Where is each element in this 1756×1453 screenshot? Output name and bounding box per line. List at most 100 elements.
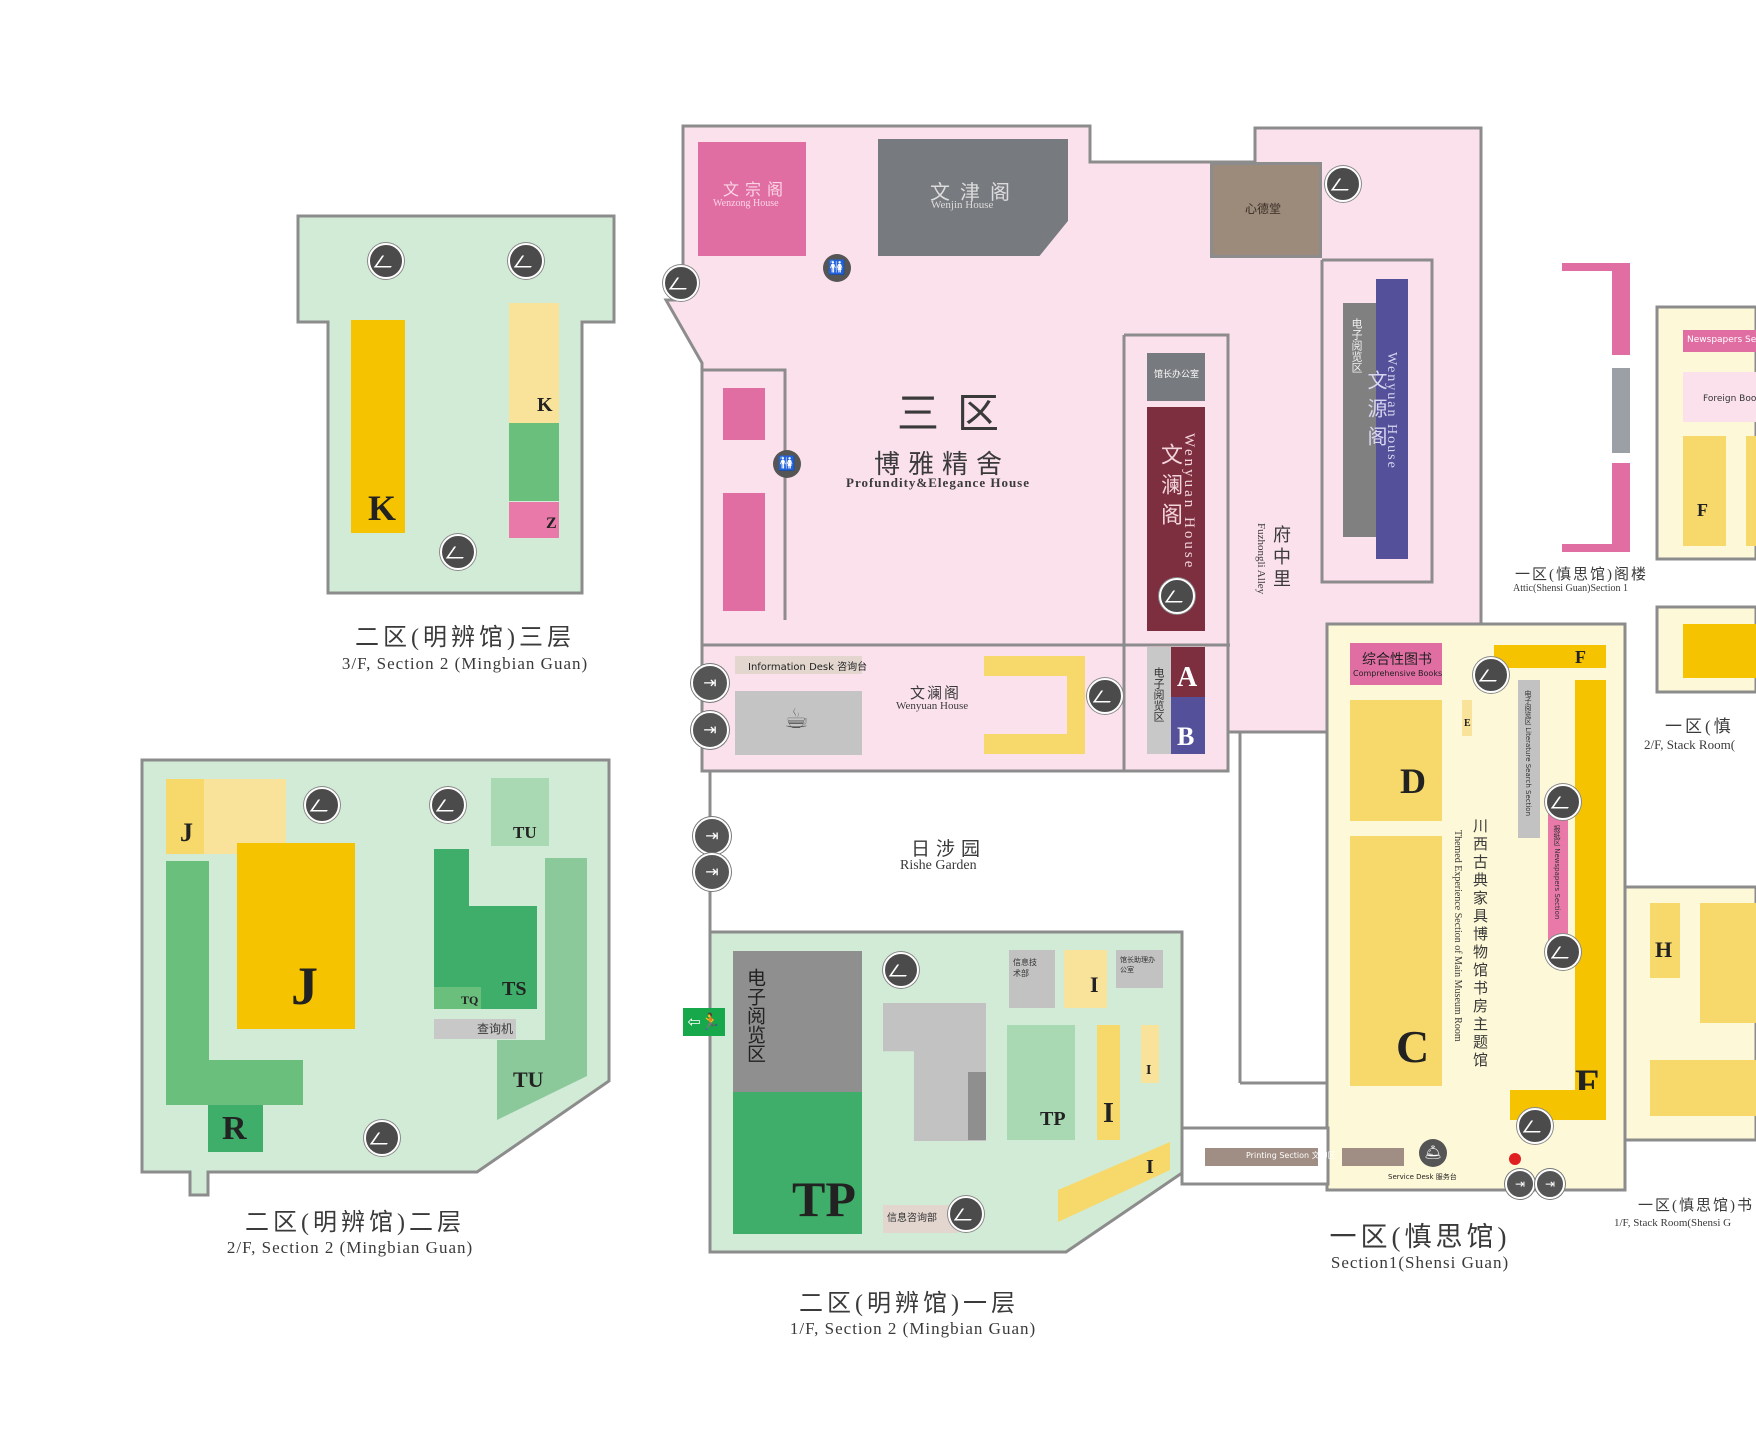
s1-caption-en: Section1(Shensi Guan) [1330,1253,1510,1272]
label-tq: TQ [461,993,479,1007]
room-b [1171,697,1205,754]
restroom-icon: 🚻 [823,254,851,282]
label-ts: TS [502,978,527,1000]
s1-1f-caption-en: 1/F, Stack Room(Shensi G [1614,1217,1732,1229]
zone3-name-cn: 博雅精舍 [874,450,1011,479]
label-tp1: TP [792,1171,856,1227]
museum-cn: 川西古典家具博物馆书房主题馆 [1471,818,1487,1070]
wenyuan-house-en: Wenyuan House [1384,352,1399,470]
service-desk-label: Service Desk 服务台 [1388,1173,1457,1181]
right-block-2-gold [1683,624,1756,678]
s2-1f-info-consult [883,1205,958,1233]
s2-1f-i-small [1141,1025,1159,1083]
label-f1: F [1575,647,1586,667]
room-wenlan-small-b [723,493,765,611]
s2-2f-block-j-small2 [166,779,204,854]
s2-2f-block-tu-right [545,858,587,1066]
s2-2f-block-r-horz [166,1060,303,1105]
room-wenjin [878,139,1068,256]
right-block-f [1683,436,1726,546]
restroom-icon: 🚻 [773,450,801,478]
label-i1: I [1090,972,1099,997]
zone3-title: 三区 [897,392,1018,438]
stairs-icon [368,243,404,279]
zone3-name-en: Profundity&Elegance House [846,475,1031,490]
right-block-3-gold-b [1650,1060,1756,1116]
exit-icon: ⇥ [691,711,729,749]
ebook-small-cn: 电子阅览区 [1152,667,1165,722]
lit-search-label: 电子阅览区 Literature Search Section [1524,690,1532,817]
stairs-icon [430,787,466,823]
comp-books-sign [1350,643,1442,685]
room-xinde [1210,162,1322,258]
museum-en: Themed Experience Section of Main Museum… [1452,830,1463,1042]
assistant-cn: 馆长助理办公室 [1120,956,1155,974]
label-f3: F [1697,500,1708,520]
s1-lit-search [1518,680,1540,838]
s2-2f-query-label: 查询机 [477,1022,514,1036]
s2-1f-caption-en: 1/F, Section 2 (Mingbian Guan) [789,1319,1037,1338]
wenlan2-en: Wenyuan House [896,700,969,712]
label-j1: J [180,818,193,847]
s1-attic-caption-cn: 一区(慎思馆)阁楼 [1515,567,1648,583]
s2-2f-block-tq [434,987,481,1009]
newspaper-label: 报纸区 Newspapers Section [1553,825,1561,920]
s2-3f-caption-en: 3/F, Section 2 (Mingbian Guan) [341,654,589,673]
rishe-cn: 日涉园 [911,839,987,860]
label-i4: I [1146,1156,1154,1178]
info-desk-label: Information Desk 咨询台 [748,662,868,673]
label-h: H [1655,937,1673,962]
wenyuan-house-cn: 文源阁 [1364,370,1386,454]
exit-icon: ⇥ [691,664,729,702]
s1-newspaper [1548,811,1568,941]
stairs-icon [1325,166,1361,202]
info-tech-cn: 信息技术部 [1013,958,1037,978]
exit-icon: ⇥ [1535,1169,1565,1199]
info-consult-cn: 信息咨询部 [887,1213,937,1224]
exit-icon: ⇥ [693,853,731,891]
label-d: D [1400,761,1426,801]
u-shelf-bottom [984,734,1085,754]
s2-2f-caption-cn: 二区(明辨馆)二层 [245,1210,465,1236]
s2-1f-ebook [733,951,862,1092]
stairs-icon [440,534,476,570]
right-block-f-edge [1746,436,1756,546]
coffee-icon: ☕ [784,702,810,735]
s2-2f-block-r [208,1105,263,1152]
s2-3f-block-k-large [351,320,405,533]
s2-1f-tp-large [733,1092,862,1234]
room-ebook-small [1147,647,1171,754]
s1-caption-cn: 一区(慎思馆) [1329,1222,1511,1252]
s2-1f-i-mid [1097,1025,1120,1140]
label-tu2: TU [513,1067,544,1092]
wenyuan-maroon-cn: 文澜阁 [1158,443,1183,533]
wenlan2-cn: 文澜阁 [910,686,962,702]
label-tu1: TU [513,823,537,842]
s2-1f-assistant [1116,950,1163,988]
cafe-area [735,691,862,755]
stairs-icon [508,243,544,279]
room-a [1171,647,1205,697]
foreign-book-label: Foreign Book [1703,394,1756,404]
s2-2f-block-j-large [237,843,355,1029]
curator-cn: 馆长办公室 [1154,369,1200,379]
label-r: R [222,1110,247,1147]
wenjin-cn: 文津阁 [930,182,1020,204]
s2-1f-ebook-cn: 电子阅览区 [744,968,766,1063]
s2-1f-caption-cn: 二区(明辨馆)一层 [799,1291,1019,1317]
printing-label: Printing Section 文印区 [1246,1151,1336,1160]
stairs-icon [1545,934,1581,970]
label-z: Z [546,515,557,532]
emergency-exit-sign: ⇦🏃 [683,1008,725,1036]
rishe-en: Rishe Garden [900,858,977,873]
s2-3f-caption-cn: 二区(明辨馆)三层 [355,625,575,651]
s2-1f-tp-small [1007,1025,1075,1140]
foreign-book-block [1683,372,1756,422]
s1-2f-caption-en: 2/F, Stack Room( [1644,737,1736,752]
stairs-icon [364,1120,400,1156]
info-desk [735,656,862,674]
stairs-icon [304,787,340,823]
xinde-cn: 心德堂 [1245,202,1282,216]
label-tp2: TP [1040,1108,1066,1130]
room-wenyuan-house-gray [1343,303,1376,537]
